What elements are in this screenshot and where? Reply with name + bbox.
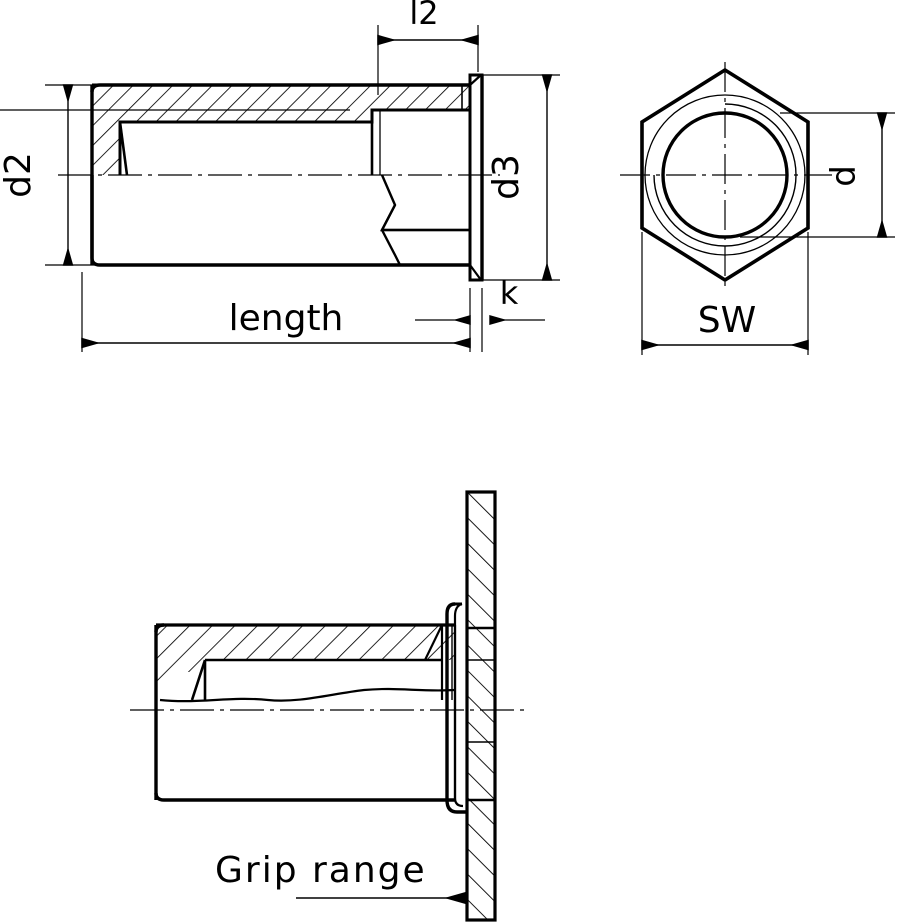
thread-minor-arc [653, 103, 797, 247]
dimension-length: length [81, 272, 471, 352]
d2-label: d2 [0, 152, 39, 198]
dimension-k: k [415, 274, 545, 352]
installed-section-hatch [156, 625, 455, 700]
panel-outline [465, 490, 497, 922]
k-label: k [500, 274, 519, 312]
flange-chamfer-top [469, 74, 482, 86]
d3-label: d3 [486, 154, 527, 200]
dimension-d2: d2 [0, 84, 105, 266]
dimension-d3: d3 [478, 74, 560, 281]
grip-range-annotation: Grip range [215, 850, 466, 905]
dimension-sw: SW [641, 232, 809, 355]
installed-thread-chamfer [424, 624, 443, 661]
thread-profile-lower-lower [380, 204, 402, 266]
installed-view: Grip range [130, 490, 525, 922]
dimension-d: d [740, 112, 895, 238]
installed-bore-chamfer [190, 659, 207, 701]
section-side-view: d2 d3 l2 length k [0, 0, 560, 352]
sw-label: SW [698, 300, 756, 341]
flange-chamfer-bottom [469, 264, 482, 281]
hexagon-outline [640, 67, 810, 283]
d-label: d [824, 165, 864, 187]
length-label: length [229, 298, 344, 339]
bore-chamfer-left [118, 121, 129, 176]
grip-range-label: Grip range [215, 850, 427, 891]
dimension-l2: l2 [377, 0, 479, 95]
section-hatch-upper-wall [92, 85, 470, 175]
end-view: d SW [620, 62, 895, 355]
installed-body-bottom [154, 792, 455, 802]
deformation-wave-line [159, 687, 456, 703]
panel-hatch [467, 492, 495, 920]
l2-label: l2 [409, 0, 438, 32]
